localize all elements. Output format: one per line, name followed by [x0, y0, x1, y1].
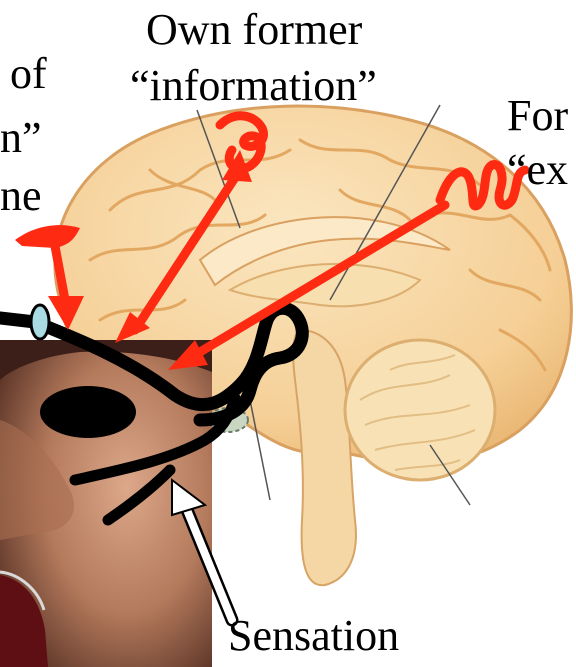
label-own-former: Own former: [146, 6, 362, 54]
label-left-line2: n”: [0, 114, 42, 162]
black-oval-icon: [40, 386, 136, 438]
label-information: “information”: [130, 62, 377, 110]
label-sensation: Sensation: [228, 612, 399, 660]
label-left-line3: ne: [0, 172, 42, 220]
label-right-line2: “ex: [507, 146, 568, 194]
label-right-line1: For: [507, 92, 568, 140]
oval-node-icon: [31, 305, 49, 339]
label-left-line1: of: [10, 50, 47, 98]
cerebellum: [345, 340, 495, 480]
